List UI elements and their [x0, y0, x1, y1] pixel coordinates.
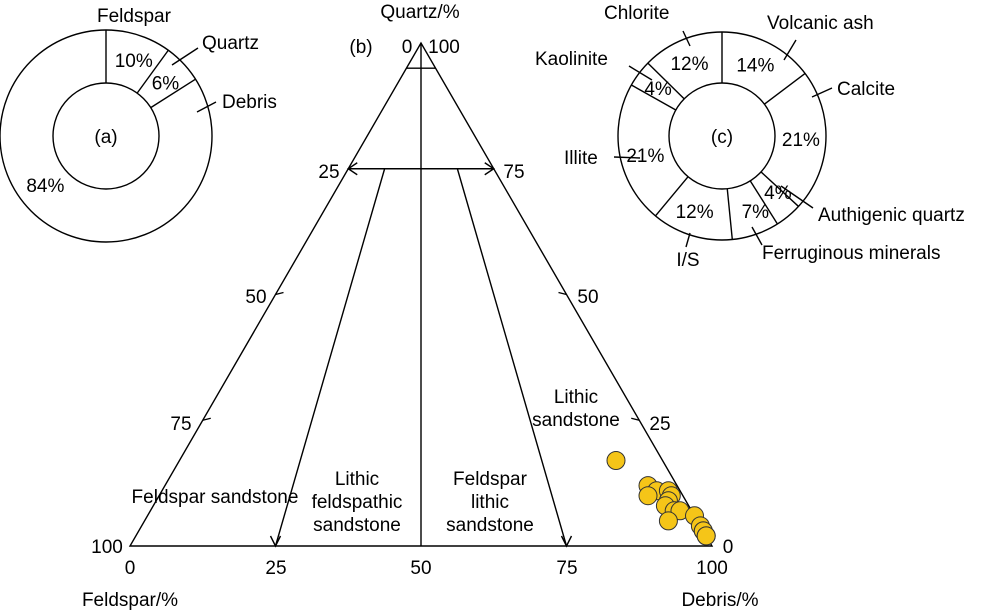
pie-slice-authigenic-quartz-leader: [780, 185, 814, 209]
pie-slice-i-s-leader: [685, 232, 691, 248]
left-tick-label-25: 25: [318, 162, 339, 183]
field-boundary-right: [456, 168, 568, 547]
field-label-feldspar-lithic-sandstone-line-1: Feldspar: [453, 469, 528, 490]
field-boundary-left: [274, 168, 386, 547]
pie-slice-ferruginous-minerals-label: Ferruginous minerals: [762, 243, 940, 264]
field-label-lithic-feldspathic-sandstone-line-1: Lithic: [335, 469, 379, 490]
pie-slice-chlorite-divider: [647, 62, 685, 100]
panel-label-a: (a): [94, 127, 117, 148]
right-tick-label-100: 100: [428, 37, 460, 58]
pie-slice-illite-value: 21%: [626, 146, 664, 167]
pie-slice-debris-label: Debris: [222, 92, 277, 113]
arrow-right-quartz-75: [484, 162, 496, 176]
left-tick-label-50: 50: [245, 287, 266, 308]
right-tick-label-25: 25: [649, 414, 670, 435]
pie-slice-ferruginous-minerals-value: 7%: [742, 202, 770, 223]
field-label-lithic-feldspathic-sandstone-line-2: feldspathic: [312, 492, 403, 513]
pie-slice-debris-divider: [150, 78, 196, 109]
pie-chart-a: 10% Feldspar 6% Quartz 84% Debris (a): [0, 6, 277, 243]
bottom-tick-label-0: 0: [125, 558, 136, 579]
pie-slice-i-s-label: I/S: [676, 250, 699, 271]
data-point-5: [638, 486, 658, 506]
ternary-diagram-b: Quartz/% Feldspar/% Debris/% (b) 0 25 50 75 100 1…: [82, 2, 759, 611]
right-edge-tick-50: [558, 291, 567, 296]
pie-slice-i-s-divider: [726, 188, 733, 240]
pie-slice-i-s-value: 12%: [676, 202, 714, 223]
pie-slice-quartz-value: 6%: [152, 73, 180, 94]
pie-slice-illite-leader: [613, 156, 641, 159]
right-tick-label-50: 50: [577, 287, 598, 308]
arrow-left-quartz-75: [346, 162, 358, 176]
pie-slice-quartz-label: Quartz: [202, 33, 259, 54]
pie-slice-calcite-leader: [811, 87, 833, 98]
data-point-17: [696, 526, 716, 546]
pie-slice-chlorite-label: Chlorite: [604, 3, 669, 24]
left-edge-tick-25: [202, 417, 211, 421]
pie-slice-quartz-leader: [171, 47, 199, 66]
pie-slice-ferruginous-minerals-leader: [751, 226, 763, 246]
pie-slice-illite-divider: [654, 176, 689, 217]
bottom-tick-label-25: 25: [265, 558, 286, 579]
pie-slice-kaolinite-divider: [631, 84, 677, 111]
data-point-1: [606, 451, 626, 470]
pie-slice-authigenic-quartz-divider: [760, 171, 799, 207]
bottom-tick-label-100: 100: [696, 558, 728, 579]
field-label-feldspar-lithic-sandstone-line-2: lithic: [471, 492, 509, 513]
pie-slice-authigenic-quartz-label: Authigenic quartz: [818, 205, 965, 226]
pie-slice-volcanic-ash-leader: [783, 39, 797, 61]
field-label-feldspar-lithic-sandstone-line-3: sandstone: [446, 515, 534, 536]
bottom-tick-label-50: 50: [410, 558, 431, 579]
pie-slice-quartz-divider: [136, 49, 169, 94]
pie-chart-c: 14% Volcanic ash 21% Calcite 4% Authigenic qu…: [535, 3, 965, 271]
axis-title-top: Quartz/%: [380, 2, 459, 23]
pie-slice-calcite-value: 21%: [782, 130, 820, 151]
arrow-base-75: [560, 535, 573, 548]
axis-title-left: Feldspar/%: [82, 590, 178, 611]
arrow-base-25: [269, 535, 282, 548]
left-edge-tick-50: [275, 291, 284, 296]
pie-slice-feldspar-label: Feldspar: [97, 6, 172, 27]
pie-slice-volcanic-ash-label: Volcanic ash: [767, 13, 874, 34]
left-tick-label-0: 0: [402, 37, 413, 58]
pie-slice-authigenic-quartz-value: 4%: [764, 183, 792, 204]
field-label-feldspar-sandstone-line-1: Feldspar sandstone: [132, 487, 299, 508]
pie-slice-kaolinite-leader: [628, 65, 653, 81]
pie-slice-kaolinite-label: Kaolinite: [535, 49, 608, 70]
left-tick-label-100: 100: [91, 537, 123, 558]
field-label-lithic-sandstone-line-1: Lithic: [554, 387, 598, 408]
panel-label-c: (c): [711, 127, 733, 148]
pie-slice-calcite-divider: [763, 72, 806, 105]
data-points: [606, 451, 716, 546]
pie-slice-chlorite-value: 12%: [670, 54, 708, 75]
pie-slice-debris-leader: [196, 101, 217, 113]
pie-slice-chlorite-leader: [682, 30, 691, 47]
pie-slice-kaolinite-value: 4%: [644, 79, 672, 100]
axis-title-right: Debris/%: [681, 590, 758, 611]
panel-label-b: (b): [349, 37, 372, 58]
field-label-lithic-feldspathic-sandstone-line-3: sandstone: [313, 515, 401, 536]
pie-slice-illite-label: Illite: [564, 148, 598, 169]
field-label-feldspar-sandstone: Feldspar sandstone: [132, 487, 299, 508]
data-point-12: [658, 511, 678, 531]
pie-slice-volcanic-ash-value: 14%: [736, 55, 774, 76]
pie-slice-calcite-label: Calcite: [837, 79, 895, 100]
pie-slice-feldspar-value: 10%: [115, 51, 153, 72]
left-tick-label-75: 75: [170, 414, 191, 435]
pie-slice-debris-value: 84%: [26, 176, 64, 197]
pie-slice-ferruginous-minerals-divider: [749, 180, 779, 225]
right-tick-label-75: 75: [503, 162, 524, 183]
bottom-tick-label-75: 75: [556, 558, 577, 579]
right-edge-tick-25: [631, 417, 640, 421]
field-label-lithic-sandstone-line-2: sandstone: [532, 410, 620, 431]
right-tick-label-0: 0: [723, 537, 734, 558]
